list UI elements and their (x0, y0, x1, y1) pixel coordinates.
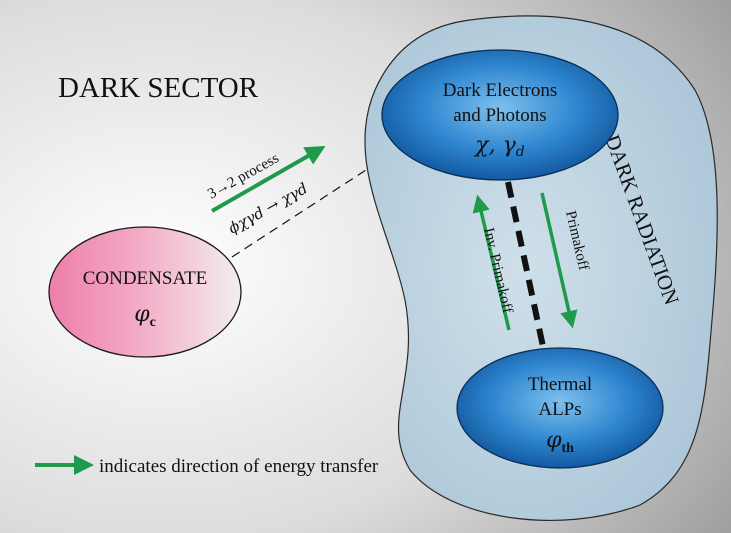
condensate-symbol: φc (134, 302, 156, 330)
process-arrow (211, 146, 326, 213)
thermal-alps-line1: Thermal (528, 374, 592, 395)
dark-particles-node (381, 49, 619, 181)
thermal-alps-node (456, 347, 664, 469)
dark-particles-line2: and Photons (453, 105, 546, 126)
dark-particles-symbols: χ, γd (473, 133, 524, 160)
coupling-dashed-line (231, 169, 367, 258)
inv-primakoff-arrow (472, 194, 511, 331)
thermal-link-dashed (505, 181, 548, 357)
thermal-alps-symbol: φth (546, 428, 574, 456)
legend-text: indicates direction of energy transfer (99, 456, 379, 477)
title-dark-sector: DARK SECTOR (58, 72, 259, 104)
condensate-label: CONDENSATE (83, 268, 208, 289)
primakoff-arrow (540, 192, 578, 329)
dark-particles-line1: Dark Electrons (443, 80, 557, 101)
condensate-node (48, 226, 242, 358)
thermal-alps-line2: ALPs (538, 399, 581, 420)
